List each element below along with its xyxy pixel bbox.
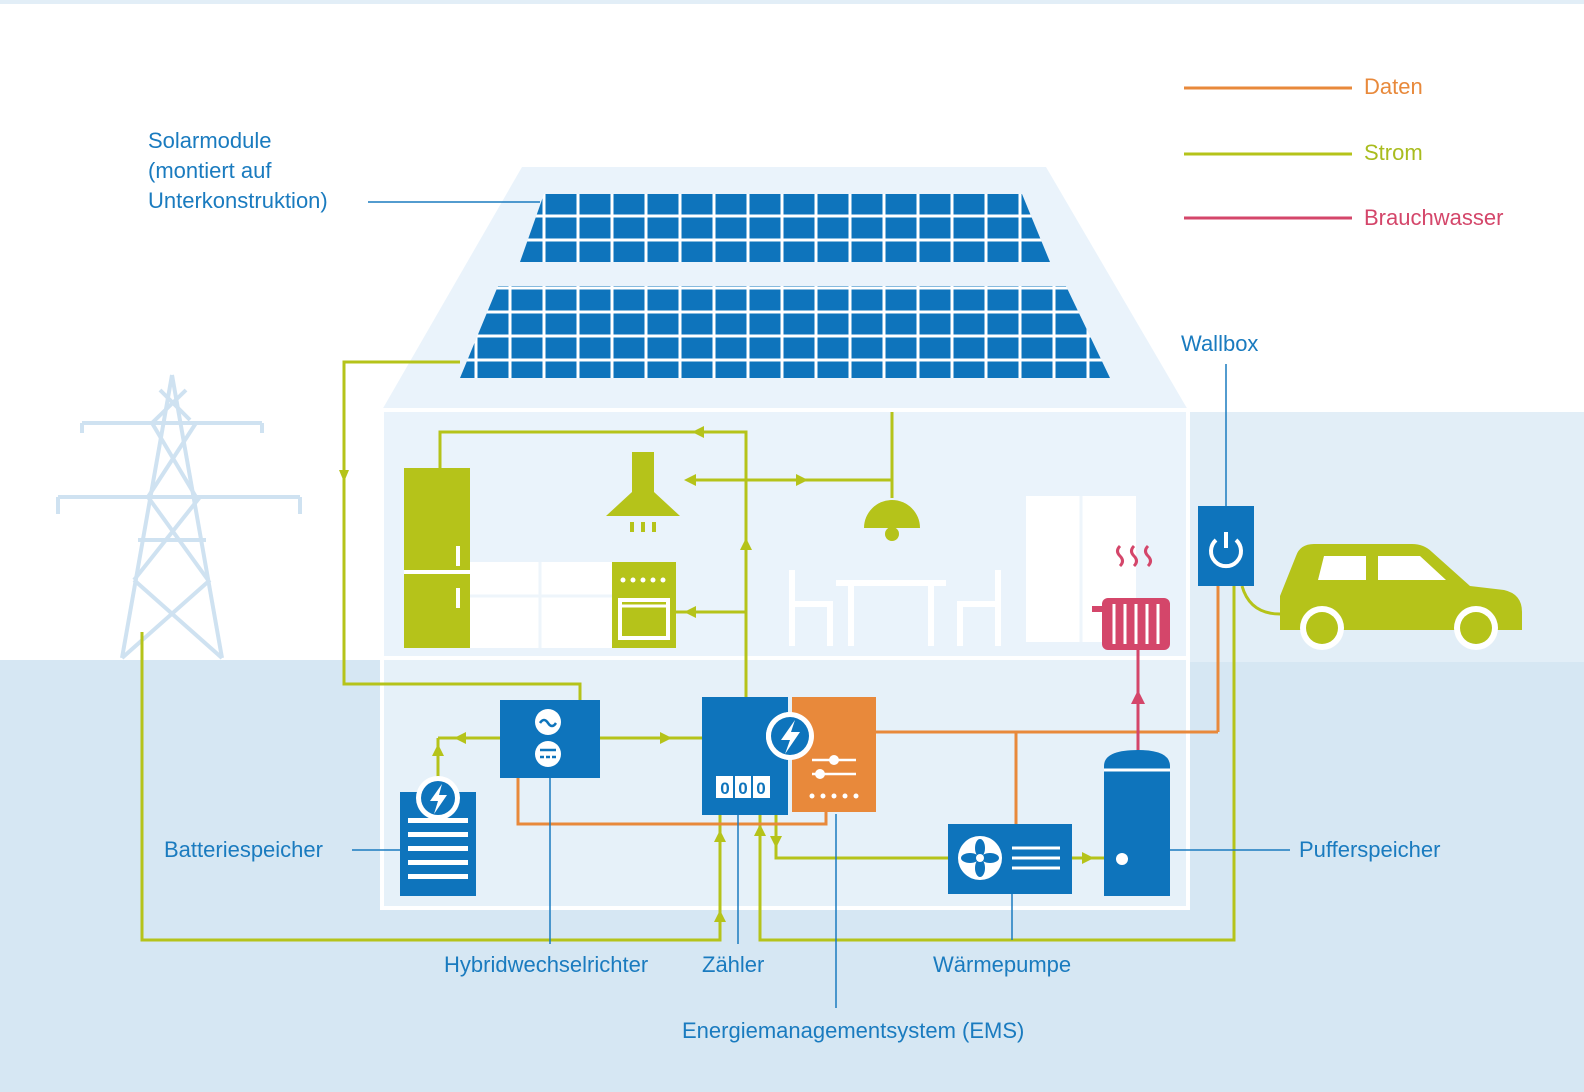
buffer-storage-label: Pufferspeicher [1299, 837, 1441, 862]
cooker-hood-icon [606, 452, 680, 532]
heat-pump-label: Wärmepumpe [933, 952, 1072, 977]
solar-label-line2: (montiert auf [148, 158, 272, 183]
solar-panel-icon [460, 194, 1110, 378]
legend-water-label: Brauchwasser [1364, 205, 1504, 230]
water-line [1131, 650, 1145, 752]
solar-label-line1: Solarmodule [148, 128, 272, 153]
label-leaders [352, 364, 1290, 1008]
stove-icon [612, 562, 676, 648]
meter-digit: 0 [756, 779, 765, 798]
fridge-icon [404, 468, 470, 648]
radiator-icon [1092, 544, 1170, 650]
legend-lines [1184, 86, 1352, 220]
sliders-icon [766, 697, 876, 812]
meter-digit: 0 [738, 779, 747, 798]
battery-icon [400, 776, 476, 896]
power-lines [140, 360, 1281, 942]
meter-label: Zähler [702, 952, 765, 977]
meter-digit: 0 [720, 779, 729, 798]
power-arrows [339, 426, 1094, 922]
data-lines [516, 584, 1220, 826]
car-icon [1280, 544, 1522, 650]
power-pylon-icon [56, 374, 302, 660]
solar-modules-label: Solarmodule (montiert auf Unterkonstrukt… [148, 126, 328, 216]
fan-icon [948, 824, 1072, 894]
ems-label: Energiemanagementsystem (EMS) [682, 1018, 1025, 1043]
ceiling-lamp-icon [864, 500, 920, 541]
legend-power-label: Strom [1364, 140, 1423, 165]
solar-label-line3: Unterkonstruktion) [148, 188, 328, 213]
legend-data-label: Daten [1364, 74, 1423, 99]
power-button-icon [1209, 532, 1243, 569]
water-tank-icon [1104, 750, 1170, 896]
inverter-icon [500, 700, 600, 778]
battery-storage-label: Batteriespeicher [164, 837, 323, 862]
hybrid-inverter-label: Hybridwechselrichter [444, 952, 649, 977]
wallbox-label: Wallbox [1181, 331, 1259, 356]
wallbox-device [1198, 506, 1254, 586]
